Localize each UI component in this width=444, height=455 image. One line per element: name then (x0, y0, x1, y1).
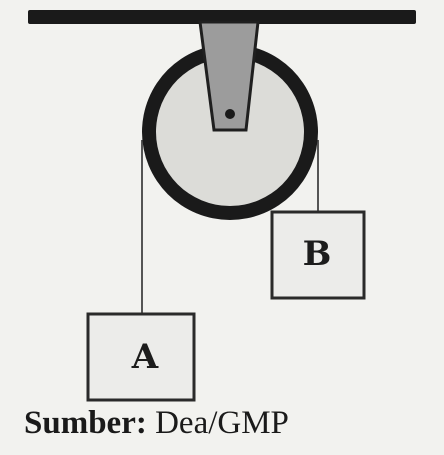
pulley-bracket (198, 20, 260, 132)
block-b-label: B (302, 234, 332, 274)
block-a-label: A (131, 337, 159, 377)
pulley-wheel-face (156, 58, 304, 206)
block-b (270, 210, 366, 300)
pulley-axle (225, 109, 235, 119)
source-caption-label: Sumber: (24, 405, 147, 441)
block-a (86, 312, 196, 402)
ceiling-bar (28, 10, 416, 24)
source-caption-value: Dea/GMP (155, 405, 289, 441)
source-caption: Sumber: Dea/GMP (24, 407, 289, 440)
